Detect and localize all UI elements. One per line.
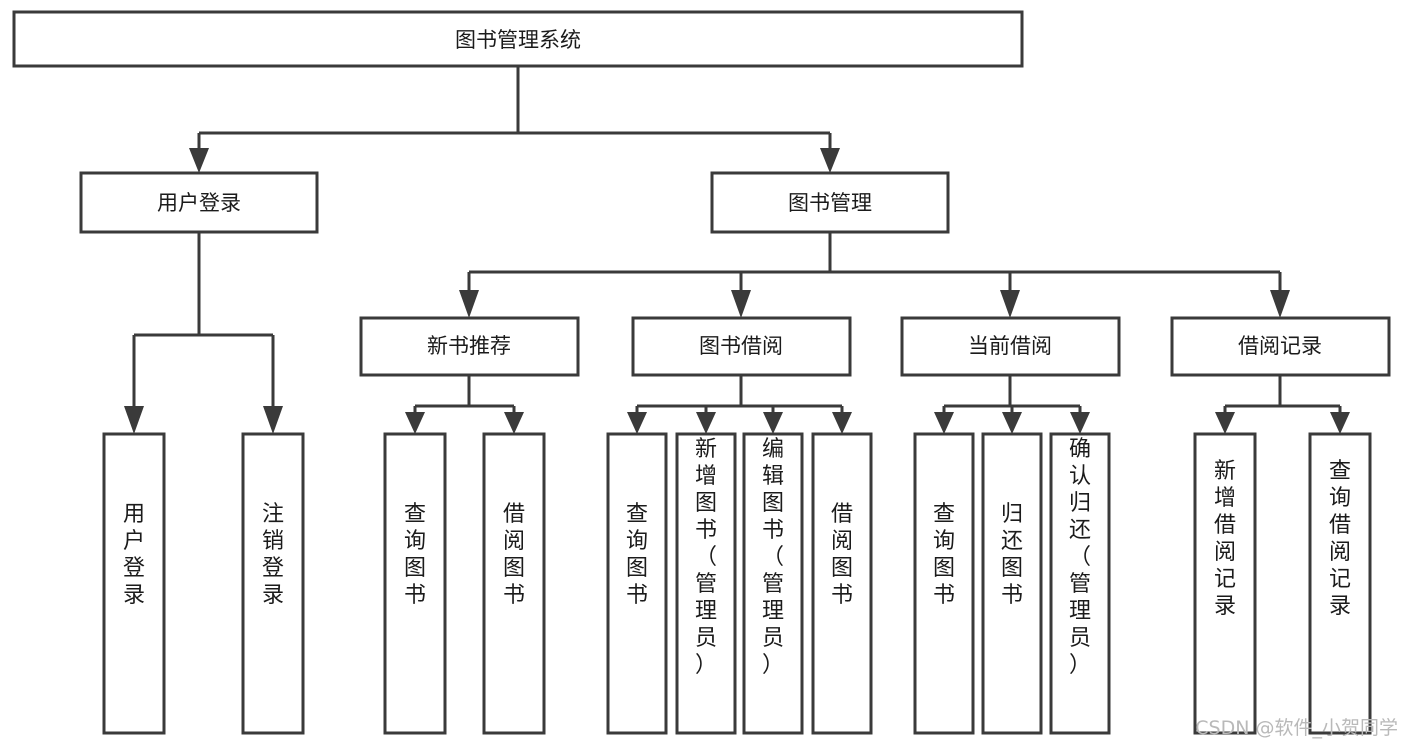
leaf-query-record-label: 查询借阅记录 xyxy=(1329,459,1351,619)
arrow-head-leaf-user-login xyxy=(124,406,144,434)
arrow-head-new-book-recommend xyxy=(459,290,479,318)
leaf-borrow-book-2-label: 借阅图书 xyxy=(831,502,853,608)
arrow-head-book-borrow xyxy=(731,290,751,318)
arrow-head-leaf-add-book xyxy=(696,412,716,434)
node-user-login[interactable]: 用户登录 xyxy=(79,171,319,234)
connectors-layer xyxy=(124,66,1350,434)
leaf-add-record-label: 新增借阅记录 xyxy=(1214,459,1236,619)
leaf-add-record-box xyxy=(1193,432,1257,735)
arrow-head-leaf-borrow-book-1 xyxy=(504,412,524,434)
arrow-head-leaf-return-book xyxy=(1002,412,1022,434)
node-borrow-record[interactable]: 借阅记录 xyxy=(1170,316,1391,377)
arrow-head-current-borrow xyxy=(1000,290,1020,318)
arrow-head-leaf-query-record xyxy=(1330,412,1350,434)
node-root-box xyxy=(12,10,1024,68)
leaf-query-book-1-box xyxy=(383,432,447,735)
leaf-query-book-2-box xyxy=(606,432,668,735)
node-new-book-recommend-box xyxy=(359,316,580,377)
node-book-management-box xyxy=(710,171,950,234)
node-borrow-record-box xyxy=(1170,316,1391,377)
leaf-user-login[interactable]: 用户登录 xyxy=(102,432,166,735)
leaf-add-record[interactable]: 新增借阅记录 xyxy=(1193,432,1257,735)
arrow-head-leaf-edit-book xyxy=(763,412,783,434)
arrow-head-leaf-confirm-return xyxy=(1070,412,1090,434)
leaf-user-login-box xyxy=(102,432,166,735)
leaf-logout-label: 注销登录 xyxy=(262,502,284,608)
node-user-login-label: 用户登录 xyxy=(157,191,241,215)
leaf-confirm-return-label: 确认归还（管理员） xyxy=(1069,437,1091,678)
leaf-user-login-label: 用户登录 xyxy=(123,502,145,608)
leaf-query-book-3-box xyxy=(913,432,975,735)
node-current-borrow-label: 当前借阅 xyxy=(968,334,1052,358)
arrow-head-user-login xyxy=(189,148,209,173)
node-root[interactable]: 图书管理系统 xyxy=(12,10,1024,68)
leaf-return-book-label: 归还图书 xyxy=(1001,502,1023,608)
node-current-borrow[interactable]: 当前借阅 xyxy=(900,316,1121,377)
leaf-query-book-1[interactable]: 查询图书 xyxy=(383,432,447,735)
leaf-query-record[interactable]: 查询借阅记录 xyxy=(1308,432,1372,735)
leaf-add-book-label: 新增图书（管理员） xyxy=(695,437,717,678)
leaf-edit-book-box xyxy=(742,432,804,735)
leaf-confirm-return[interactable]: 确认归还（管理员） xyxy=(1049,432,1111,735)
arrow-head-leaf-add-record xyxy=(1215,412,1235,434)
leaf-edit-book-label: 编辑图书（管理员） xyxy=(762,437,784,678)
leaf-query-book-3[interactable]: 查询图书 xyxy=(913,432,975,735)
node-book-management-label: 图书管理 xyxy=(788,191,872,215)
leaf-add-book-box xyxy=(675,432,737,735)
leaf-edit-book[interactable]: 编辑图书（管理员） xyxy=(742,432,804,735)
leaf-borrow-book-1-label: 借阅图书 xyxy=(503,502,525,608)
leaf-query-book-2[interactable]: 查询图书 xyxy=(606,432,668,735)
leaf-borrow-book-1-box xyxy=(482,432,546,735)
arrow-head-leaf-query-book-2 xyxy=(627,412,647,434)
leaf-query-book-2-label: 查询图书 xyxy=(626,502,648,608)
node-book-borrow[interactable]: 图书借阅 xyxy=(631,316,852,377)
node-book-management[interactable]: 图书管理 xyxy=(710,171,950,234)
node-borrow-record-label: 借阅记录 xyxy=(1238,334,1322,358)
leaf-query-record-box xyxy=(1308,432,1372,735)
node-current-borrow-box xyxy=(900,316,1121,377)
arrow-head-leaf-borrow-book-2 xyxy=(832,412,852,434)
arrow-head-book-management xyxy=(820,148,840,173)
leaf-query-book-3-label: 查询图书 xyxy=(933,502,955,608)
leaf-query-book-1-label: 查询图书 xyxy=(404,502,426,608)
leaf-logout[interactable]: 注销登录 xyxy=(241,432,305,735)
node-new-book-recommend[interactable]: 新书推荐 xyxy=(359,316,580,377)
leaf-borrow-book-2-box xyxy=(811,432,873,735)
leaf-borrow-book-2[interactable]: 借阅图书 xyxy=(811,432,873,735)
node-new-book-recommend-label: 新书推荐 xyxy=(427,334,511,358)
arrow-head-leaf-query-book-1 xyxy=(405,412,425,434)
arrow-head-leaf-query-book-3 xyxy=(934,412,954,434)
node-root-label: 图书管理系统 xyxy=(455,28,581,52)
node-book-borrow-box xyxy=(631,316,852,377)
leaf-confirm-return-box xyxy=(1049,432,1111,735)
arrow-head-leaf-logout xyxy=(263,406,283,434)
leaf-return-book[interactable]: 归还图书 xyxy=(981,432,1043,735)
arrow-head-borrow-record xyxy=(1270,290,1290,318)
csdn-watermark: CSDN @软件_小贺同学 xyxy=(1195,717,1398,739)
leaf-logout-box xyxy=(241,432,305,735)
node-book-borrow-label: 图书借阅 xyxy=(699,334,783,358)
leaf-borrow-book-1[interactable]: 借阅图书 xyxy=(482,432,546,735)
leaf-return-book-box xyxy=(981,432,1043,735)
node-user-login-box xyxy=(79,171,319,234)
leaf-add-book[interactable]: 新增图书（管理员） xyxy=(675,432,737,735)
